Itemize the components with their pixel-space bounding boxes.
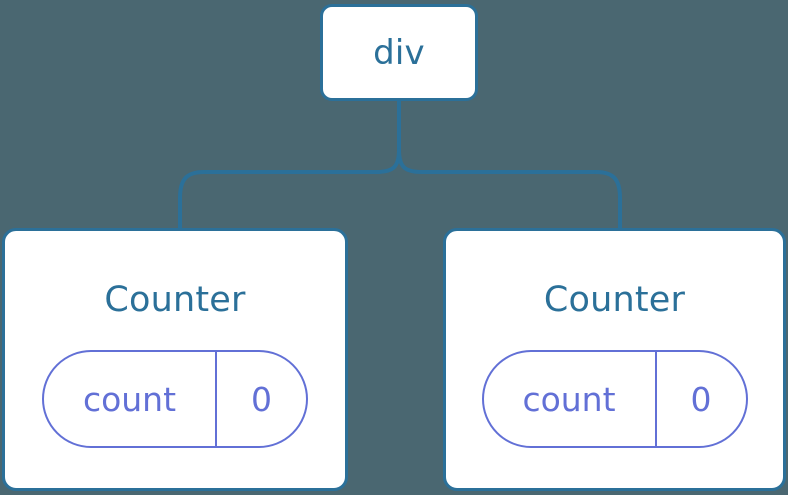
node-counter-left[interactable]: Counter count 0 (2, 228, 348, 491)
state-key-label: count (82, 379, 177, 419)
state-pill-left-key: count (44, 352, 217, 446)
connector-split-left (202, 148, 401, 174)
state-key-label: count (522, 379, 616, 419)
node-counter-right-title: Counter (543, 280, 686, 320)
node-div[interactable]: div (320, 4, 478, 101)
connector-split-right (397, 148, 598, 174)
connector-branch-left (178, 170, 206, 232)
state-pill-left-value: 0 (217, 352, 306, 446)
connector-branch-right (594, 170, 622, 232)
state-pill-left[interactable]: count 0 (42, 350, 308, 448)
node-counter-right[interactable]: Counter count 0 (443, 228, 786, 491)
node-counter-left-title: Counter (104, 280, 246, 320)
state-pill-right[interactable]: count 0 (481, 350, 748, 448)
state-pill-right-value: 0 (657, 352, 746, 446)
state-value-label: 0 (690, 379, 712, 419)
state-value-label: 0 (251, 379, 272, 419)
node-div-label: div (373, 32, 425, 73)
state-pill-right-key: count (484, 352, 657, 446)
